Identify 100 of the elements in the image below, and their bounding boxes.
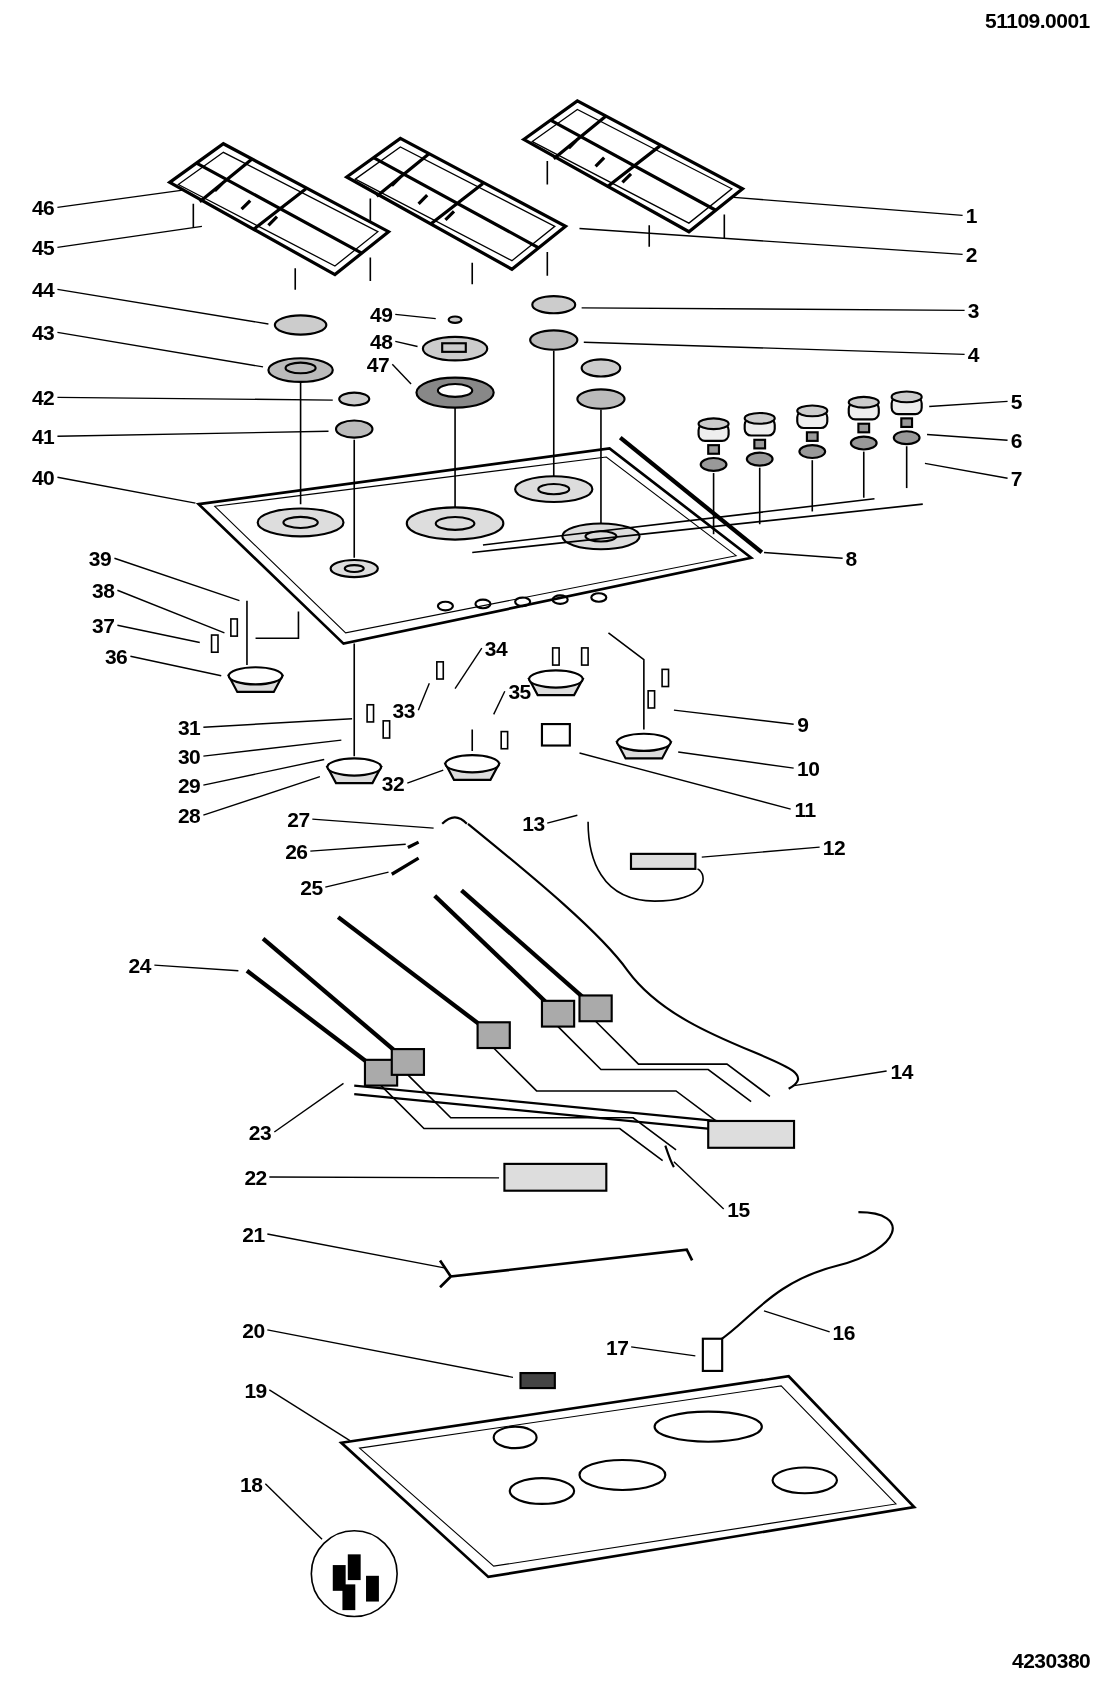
callout-number: 44: [31, 279, 55, 301]
leader-line: [763, 551, 844, 559]
callout-number: 34: [484, 637, 508, 659]
leader-line: [454, 647, 483, 690]
callout-number: 16: [832, 1322, 855, 1344]
leader-line: [733, 196, 964, 217]
callout-number: 11: [794, 798, 816, 820]
callout-number: 10: [797, 757, 820, 779]
callout-number: 45: [31, 237, 55, 259]
callout-number: 26: [285, 840, 308, 862]
callout-number: 22: [244, 1166, 267, 1188]
leader-line: [309, 843, 407, 852]
callout-number: 13: [522, 812, 545, 834]
leader-line: [113, 557, 241, 602]
callout-number: 38: [92, 579, 115, 601]
callout-number: 24: [128, 955, 151, 977]
callout-number: 2: [965, 243, 977, 265]
leader-line: [268, 1389, 351, 1442]
callout-number: 35: [508, 680, 531, 702]
drawing-number: 51109.0001: [985, 10, 1090, 31]
callout-number: 18: [240, 1473, 263, 1495]
leader-line: [394, 340, 419, 348]
leader-line: [56, 189, 186, 209]
leader-line: [926, 433, 1009, 441]
callout-number: 36: [104, 646, 128, 668]
callout-number: 30: [177, 746, 201, 768]
callout-number: 12: [822, 837, 846, 859]
leader-line: [153, 964, 240, 972]
leader-line: [202, 718, 353, 728]
callout-number: 21: [242, 1223, 265, 1245]
leader-line: [268, 1176, 500, 1179]
callout-number: 4: [967, 343, 980, 365]
leader-line: [924, 462, 1009, 479]
leader-line: [580, 307, 966, 312]
leader-line: [116, 589, 226, 634]
leader-line: [493, 690, 506, 716]
leader-line: [673, 1161, 725, 1210]
callout-number: 3: [967, 299, 980, 321]
callout-number: 33: [392, 699, 415, 721]
callout-number: 27: [287, 809, 310, 831]
callout-number: 20: [242, 1320, 265, 1342]
callout-number: 7: [1010, 468, 1022, 490]
leader-line: [56, 225, 203, 249]
leader-line: [273, 1082, 345, 1133]
leader-line: [56, 288, 270, 325]
callout-number: 32: [381, 772, 405, 794]
callout-number: 43: [31, 322, 55, 344]
leader-line: [763, 1310, 831, 1333]
leader-line: [129, 655, 222, 677]
leader-line: [116, 624, 201, 644]
leader-line: [56, 331, 264, 368]
leader-line: [202, 758, 325, 786]
callout-number: 41: [31, 426, 55, 448]
leader-line: [394, 313, 437, 320]
callout-number: 29: [177, 775, 201, 797]
leader-line: [266, 1233, 446, 1269]
leader-line: [578, 227, 964, 256]
callout-number: 6: [1010, 429, 1022, 451]
callout-number: 37: [92, 615, 115, 637]
leader-line: [630, 1346, 697, 1357]
leader-line: [202, 739, 343, 757]
leader-line: [56, 430, 330, 437]
leader-line: [264, 1483, 323, 1541]
leader-line: [677, 751, 795, 769]
callout-number: 1: [965, 205, 977, 227]
callout-number: 25: [300, 877, 323, 898]
leader-line: [406, 769, 444, 784]
leader-line: [417, 682, 430, 711]
leader-line: [56, 396, 334, 401]
leader-line: [928, 400, 1009, 408]
drawing-number: 4230380: [1012, 1650, 1091, 1671]
leader-line: [266, 1329, 514, 1379]
callout-number: 42: [31, 386, 55, 408]
leader-line: [56, 476, 197, 504]
callout-number: 39: [88, 547, 112, 569]
callout-number: 40: [31, 467, 55, 489]
leader-line: [391, 363, 412, 385]
callout-number: 9: [797, 713, 809, 735]
leader-line: [311, 818, 435, 829]
leader-line: [793, 1070, 888, 1087]
callout-number: 28: [177, 805, 201, 827]
callout-number: 17: [606, 1337, 629, 1359]
callout-number: 15: [727, 1198, 750, 1220]
callout-number: 47: [366, 354, 390, 376]
leader-line: [202, 775, 321, 816]
callout-number: 31: [177, 717, 201, 739]
callout-number: 46: [31, 196, 55, 218]
callout-number: 49: [369, 303, 393, 325]
leader-line: [546, 814, 579, 824]
leader-line: [324, 871, 390, 888]
leader-line: [701, 846, 821, 858]
callout-number: 14: [890, 1060, 913, 1082]
callout-number: 19: [244, 1380, 267, 1402]
leader-line: [583, 341, 966, 356]
leader-line: [673, 709, 795, 725]
callout-number: 48: [369, 330, 393, 352]
callout-number: 5: [1010, 390, 1022, 412]
callout-number: 8: [845, 547, 857, 569]
callout-number: 23: [248, 1121, 272, 1143]
leader-line: [578, 752, 792, 810]
